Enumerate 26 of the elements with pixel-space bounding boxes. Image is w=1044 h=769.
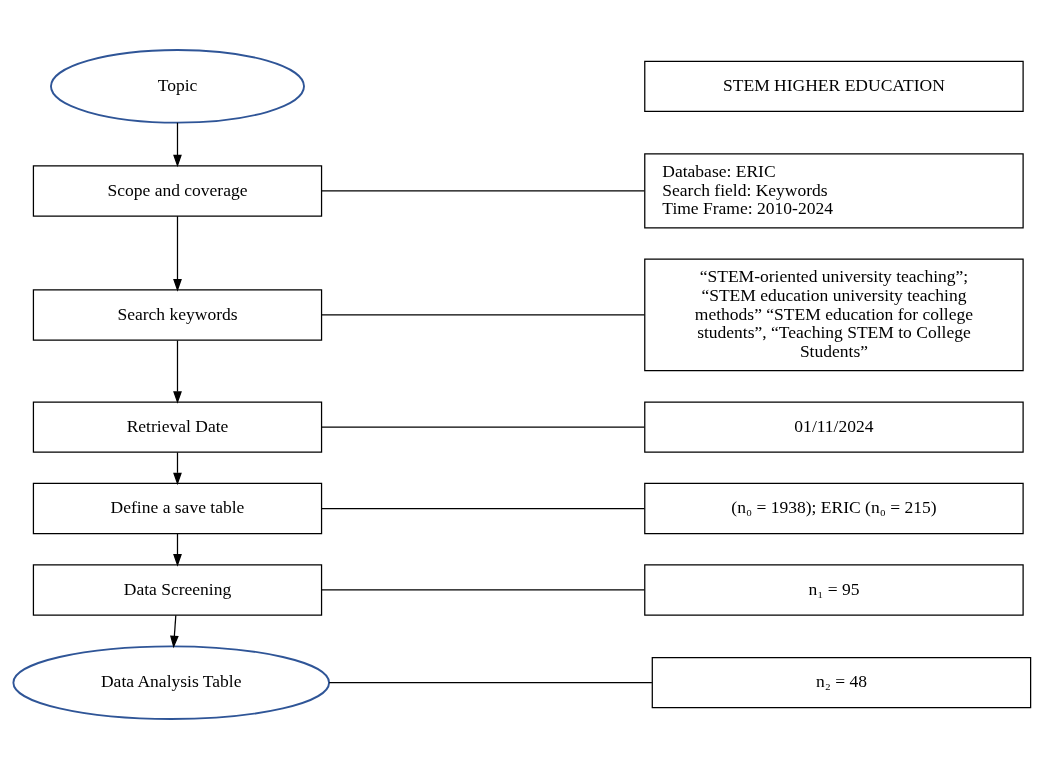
connector xyxy=(328,682,653,684)
arrow xyxy=(173,533,182,567)
node-ellipse: Data Analysis Table xyxy=(12,645,330,720)
node-box: Scope and coverage xyxy=(32,165,323,217)
node-box: 01/11/2024 xyxy=(644,401,1024,453)
node-box: Database: ERIC Search field: Keywords Time Frame: 2010-2024 xyxy=(644,153,1024,229)
node-box: (n₀ = 1938); ERIC (n₀ = 215) xyxy=(644,482,1024,535)
arrow xyxy=(173,215,182,292)
node-box: n₂ = 48 xyxy=(651,656,1032,709)
arrow xyxy=(173,339,182,404)
node-box: Retrieval Date xyxy=(32,401,323,453)
arrow xyxy=(170,614,179,649)
connector xyxy=(321,426,645,428)
connector xyxy=(321,314,645,316)
node-box: Define a save table xyxy=(32,482,323,535)
node-box: “STEM-oriented university teaching”; “STEM education university teaching methods” “STEM education for college students”, “Teaching STEM to College Students” xyxy=(644,258,1024,372)
connector xyxy=(321,589,645,591)
connector xyxy=(321,190,645,192)
node-box: Search keywords xyxy=(32,289,323,341)
node-box: Data Screening xyxy=(32,564,323,616)
arrow xyxy=(173,451,182,486)
arrow xyxy=(173,122,182,168)
node-box: n₁ = 95 xyxy=(644,564,1024,616)
node-ellipse: Topic xyxy=(50,49,305,124)
connector xyxy=(321,507,645,510)
node-box: STEM HIGHER EDUCATION xyxy=(644,60,1024,113)
